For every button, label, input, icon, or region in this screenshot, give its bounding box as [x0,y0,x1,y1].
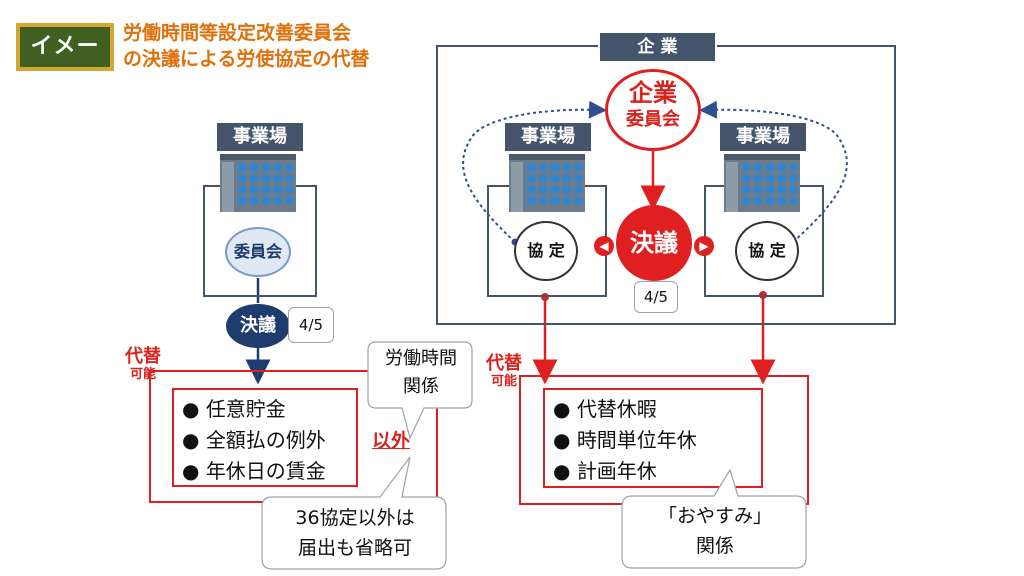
company-committee-line-2: 委員会 [626,109,680,130]
left-bottom-callout-line-1: 36協定以外は [295,507,415,529]
right-callout-shape [621,468,807,569]
dotted-link-left [462,100,607,243]
list-item: ● 全額払の例外 [182,428,326,452]
building-icon [509,154,585,212]
arrow-right-icon: ▶ [694,236,714,256]
left-substitute-line-1: 代替 [125,346,161,367]
right-callout-line-2: 関係 [695,535,734,557]
building-icon [220,154,296,212]
left-committee-circle: 委員会 [225,227,291,277]
list-item: ● 計画年休 [553,459,657,483]
title-line-2: の決議による労使協定の代替 [123,48,370,70]
left-top-callout: 労働時間 関係 [368,345,474,401]
except-label: 以外 [372,430,411,452]
arrow-left-icon: ◀ [594,236,614,256]
right-ratio-callout: 4/5 [634,281,678,313]
left-workplace-label: 事業場 [217,123,303,151]
left-bottom-callout: 36協定以外は 届出も省略可 [262,503,448,563]
list-item: ● 年休日の賃金 [182,459,326,483]
left-top-callout-line-2: 関係 [403,376,439,397]
right-workplace-label-left: 事業場 [505,123,591,151]
left-top-callout-shape [367,341,473,440]
left-ratio-callout: 4/5 [288,307,334,343]
right-workplace-label-right: 事業場 [720,123,806,151]
right-item-list: ● 代替休暇 ● 時間単位年休 ● 計画年休 [543,388,763,488]
left-item-list: ● 任意貯金 ● 全額払の例外 ● 年休日の賃金 [172,388,358,487]
company-committee-circle: 企業 委員会 [605,69,701,151]
building-icon [724,154,800,212]
left-bottom-callout-line-2: 届出も省略可 [297,537,412,559]
left-resolution-circle: 決議 [226,304,290,348]
list-item: ● 任意貯金 [182,397,286,421]
left-bottom-callout-shape [261,456,447,570]
right-callout-line-1: 「おやすみ」 [657,505,772,527]
agreement-circle-left: 協 定 [514,221,578,281]
company-label: 企 業 [598,31,717,63]
right-resolution-circle: 決議 [616,205,692,281]
list-item: ● 時間単位年休 [553,428,697,452]
company-committee-line-1: 企業 [629,79,677,107]
left-top-callout-line-1: 労働時間 [385,348,457,369]
right-substitute-label: 代替 可能 [478,354,530,390]
list-item: ● 代替休暇 [553,397,657,421]
title-line-1: 労働時間等設定改善委員会 [123,22,352,44]
page-title: 労働時間等設定改善委員会 の決議による労使協定の代替 [123,20,369,72]
image-badge: イメージ [16,23,114,99]
right-substitute-line-2: 可能 [490,374,517,389]
agreement-circle-right: 協 定 [735,221,799,281]
right-substitute-line-1: 代替 [486,353,522,374]
right-callout: 「おやすみ」 関係 [622,501,808,561]
dotted-link-right [699,100,848,243]
